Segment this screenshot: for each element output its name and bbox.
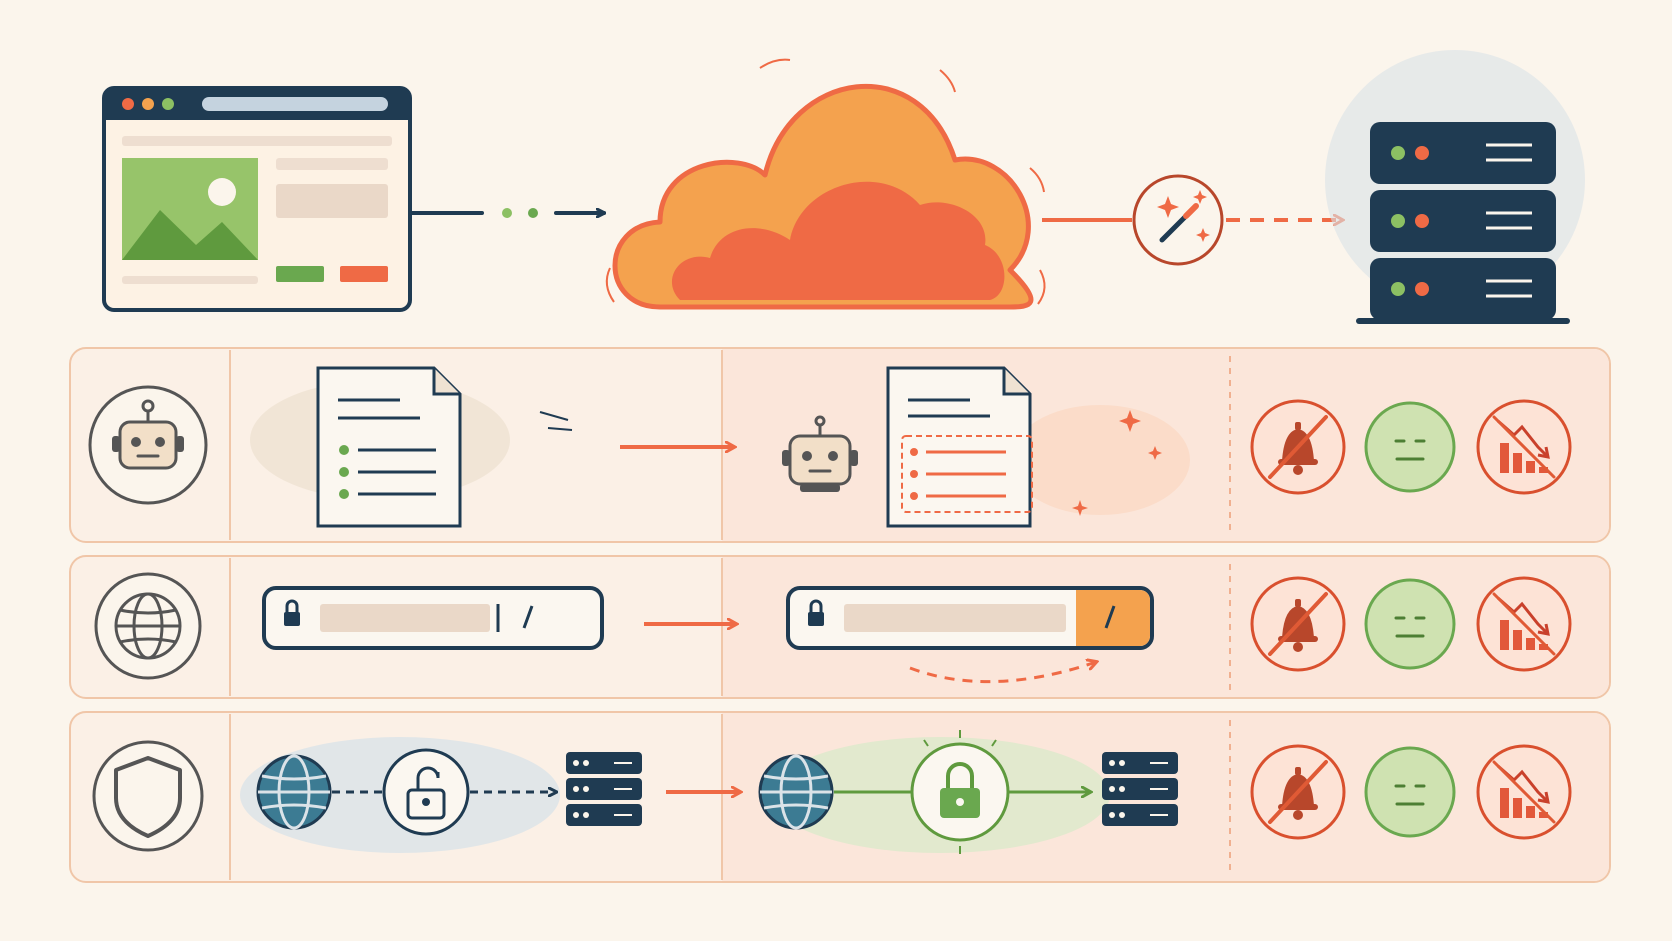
origin-server-stack-icon <box>1325 50 1585 324</box>
bell-off-icon <box>1250 399 1346 495</box>
chart-down-icon <box>1476 399 1572 495</box>
globe-icon <box>94 572 202 680</box>
robot-small-icon <box>782 415 858 492</box>
shield-icon <box>92 740 204 852</box>
url-bar-slash-icon <box>262 586 604 650</box>
robot-icon <box>88 385 208 505</box>
document-highlighted-icon <box>886 366 1190 528</box>
cdn-cloud-icon <box>605 58 1046 310</box>
locked-connection-icon <box>758 730 1179 854</box>
browser-window-icon <box>102 86 412 312</box>
bell-off-icon <box>1250 744 1346 840</box>
neutral-face-icon <box>1364 401 1456 493</box>
magic-wand-icon <box>1132 174 1224 266</box>
browser-to-cloud-arrow <box>410 208 606 218</box>
row-1-outcomes <box>1250 399 1572 495</box>
url-bar-slash-highlighted-icon <box>786 586 1154 684</box>
row-2-outcomes <box>1250 576 1572 672</box>
bell-off-icon <box>1250 576 1346 672</box>
unlocked-connection-icon <box>240 737 643 853</box>
neutral-face-icon <box>1364 578 1456 670</box>
chart-down-icon <box>1476 576 1572 672</box>
row-3-outcomes <box>1250 744 1572 840</box>
document-icon <box>250 366 573 528</box>
neutral-face-icon <box>1364 746 1456 838</box>
chart-down-icon <box>1476 744 1572 840</box>
